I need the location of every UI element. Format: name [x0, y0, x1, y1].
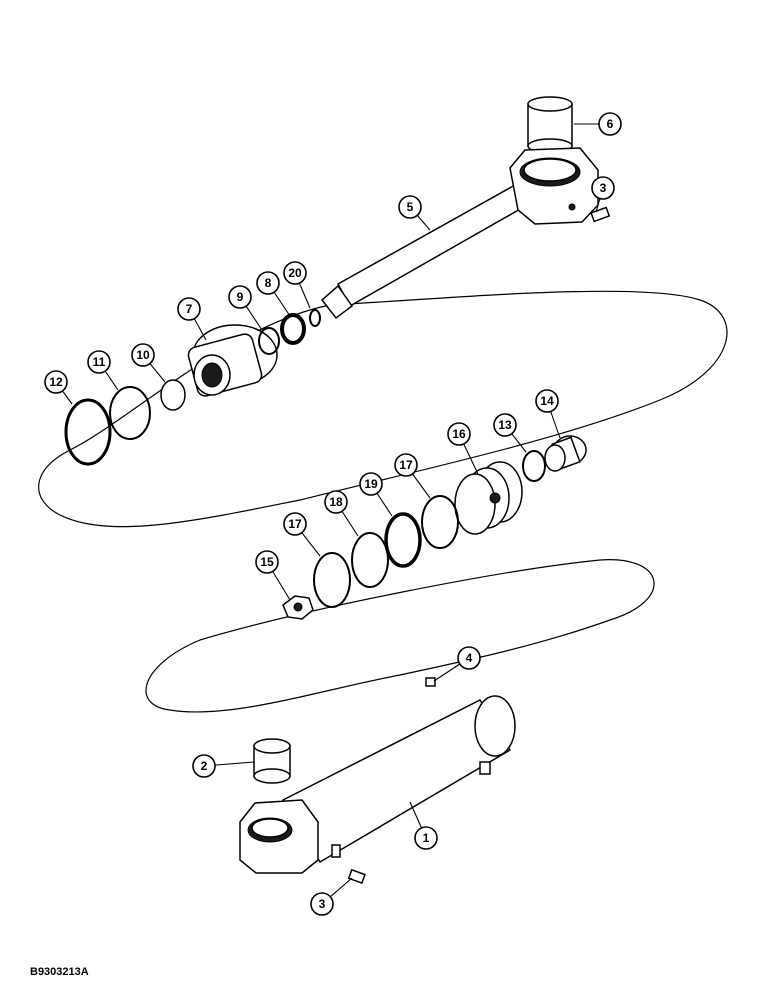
callout-label: 19 — [364, 477, 378, 491]
piston-rod — [320, 147, 599, 320]
callout-19: 19 — [359, 472, 383, 496]
callout-1: 1 — [414, 826, 438, 850]
callout-16: 16 — [447, 422, 471, 446]
rod-bushing — [527, 96, 573, 154]
ring-17-left — [313, 552, 351, 608]
callout-11: 11 — [87, 350, 111, 374]
callout-17: 17 — [394, 453, 418, 477]
callout-circle — [255, 550, 279, 574]
callout-circle — [359, 472, 383, 496]
callout-label: 3 — [600, 181, 607, 195]
callout-5: 5 — [398, 195, 422, 219]
callout-circle — [310, 892, 334, 916]
seal-kit-loop-upper — [38, 290, 728, 528]
figure-code: B9303213A — [30, 966, 89, 978]
callout-4: 4 — [457, 646, 481, 670]
callout-label: 17 — [288, 517, 302, 531]
callout-3: 3 — [591, 176, 615, 200]
callout-circle — [414, 826, 438, 850]
callout-label: 13 — [498, 418, 512, 432]
callout-label: 9 — [237, 290, 244, 304]
grease-fitting-barrel — [425, 677, 436, 687]
ring-19 — [384, 512, 422, 568]
callout-circle — [228, 285, 252, 309]
ring-18 — [351, 532, 389, 588]
callout-circle — [447, 422, 471, 446]
callout-label: 7 — [186, 302, 193, 316]
callout-label: 5 — [407, 200, 414, 214]
callout-label: 14 — [540, 394, 554, 408]
ring-8 — [280, 313, 306, 345]
callout-label: 10 — [136, 348, 150, 362]
callout-label: 18 — [329, 495, 343, 509]
callout-label: 6 — [607, 117, 614, 131]
callout-20: 20 — [283, 261, 307, 285]
callout-label: 8 — [265, 276, 272, 290]
piston — [454, 461, 523, 535]
cylinder-barrel — [239, 695, 516, 874]
callout-circle — [192, 754, 216, 778]
grease-fitting-lower — [347, 868, 366, 885]
callout-circle — [598, 112, 622, 136]
callout-label: 4 — [466, 651, 473, 665]
callout-circle — [131, 343, 155, 367]
ring-20 — [309, 309, 321, 327]
callout-circle — [324, 490, 348, 514]
seal-kit-loop-lower — [145, 559, 655, 713]
gland — [187, 324, 278, 397]
callout-label: 16 — [452, 427, 466, 441]
callout-2: 2 — [192, 754, 216, 778]
callout-label: 3 — [319, 897, 326, 911]
callout-15: 15 — [255, 550, 279, 574]
callout-18: 18 — [324, 490, 348, 514]
callout-circle — [283, 512, 307, 536]
callout-label: 1 — [423, 831, 430, 845]
callout-13: 13 — [493, 413, 517, 437]
grease-fitting-upper — [590, 206, 611, 223]
ring-17-right — [421, 495, 459, 549]
callout-circle — [87, 350, 111, 374]
callout-label: 11 — [93, 355, 106, 369]
barrel-bushing — [253, 738, 291, 784]
ring-12 — [64, 398, 112, 466]
callout-circle — [283, 261, 307, 285]
callout-14: 14 — [535, 389, 559, 413]
callout-label: 12 — [49, 375, 63, 389]
callout-6: 6 — [598, 112, 622, 136]
callout-label: 2 — [201, 759, 208, 773]
callout-17: 17 — [283, 512, 307, 536]
callout-circle — [591, 176, 615, 200]
callout-3: 3 — [310, 892, 334, 916]
callout-circle — [256, 271, 280, 295]
callout-circle — [398, 195, 422, 219]
callout-circle — [457, 646, 481, 670]
callout-circle — [394, 453, 418, 477]
callout-circle — [535, 389, 559, 413]
hex-nut — [282, 595, 314, 620]
callout-8: 8 — [256, 271, 280, 295]
ring-9 — [258, 327, 280, 355]
bushing-14 — [544, 435, 587, 472]
ring-10 — [160, 379, 186, 411]
callout-circle — [44, 370, 68, 394]
callout-12: 12 — [44, 370, 68, 394]
callout-10: 10 — [131, 343, 155, 367]
callout-label: 20 — [288, 266, 302, 280]
callout-9: 9 — [228, 285, 252, 309]
ring-13 — [522, 450, 546, 482]
callout-7: 7 — [177, 297, 201, 321]
callout-label: 15 — [260, 555, 274, 569]
callout-label: 17 — [399, 458, 413, 472]
callout-circle — [493, 413, 517, 437]
callout-circle — [177, 297, 201, 321]
ring-11 — [109, 386, 151, 440]
